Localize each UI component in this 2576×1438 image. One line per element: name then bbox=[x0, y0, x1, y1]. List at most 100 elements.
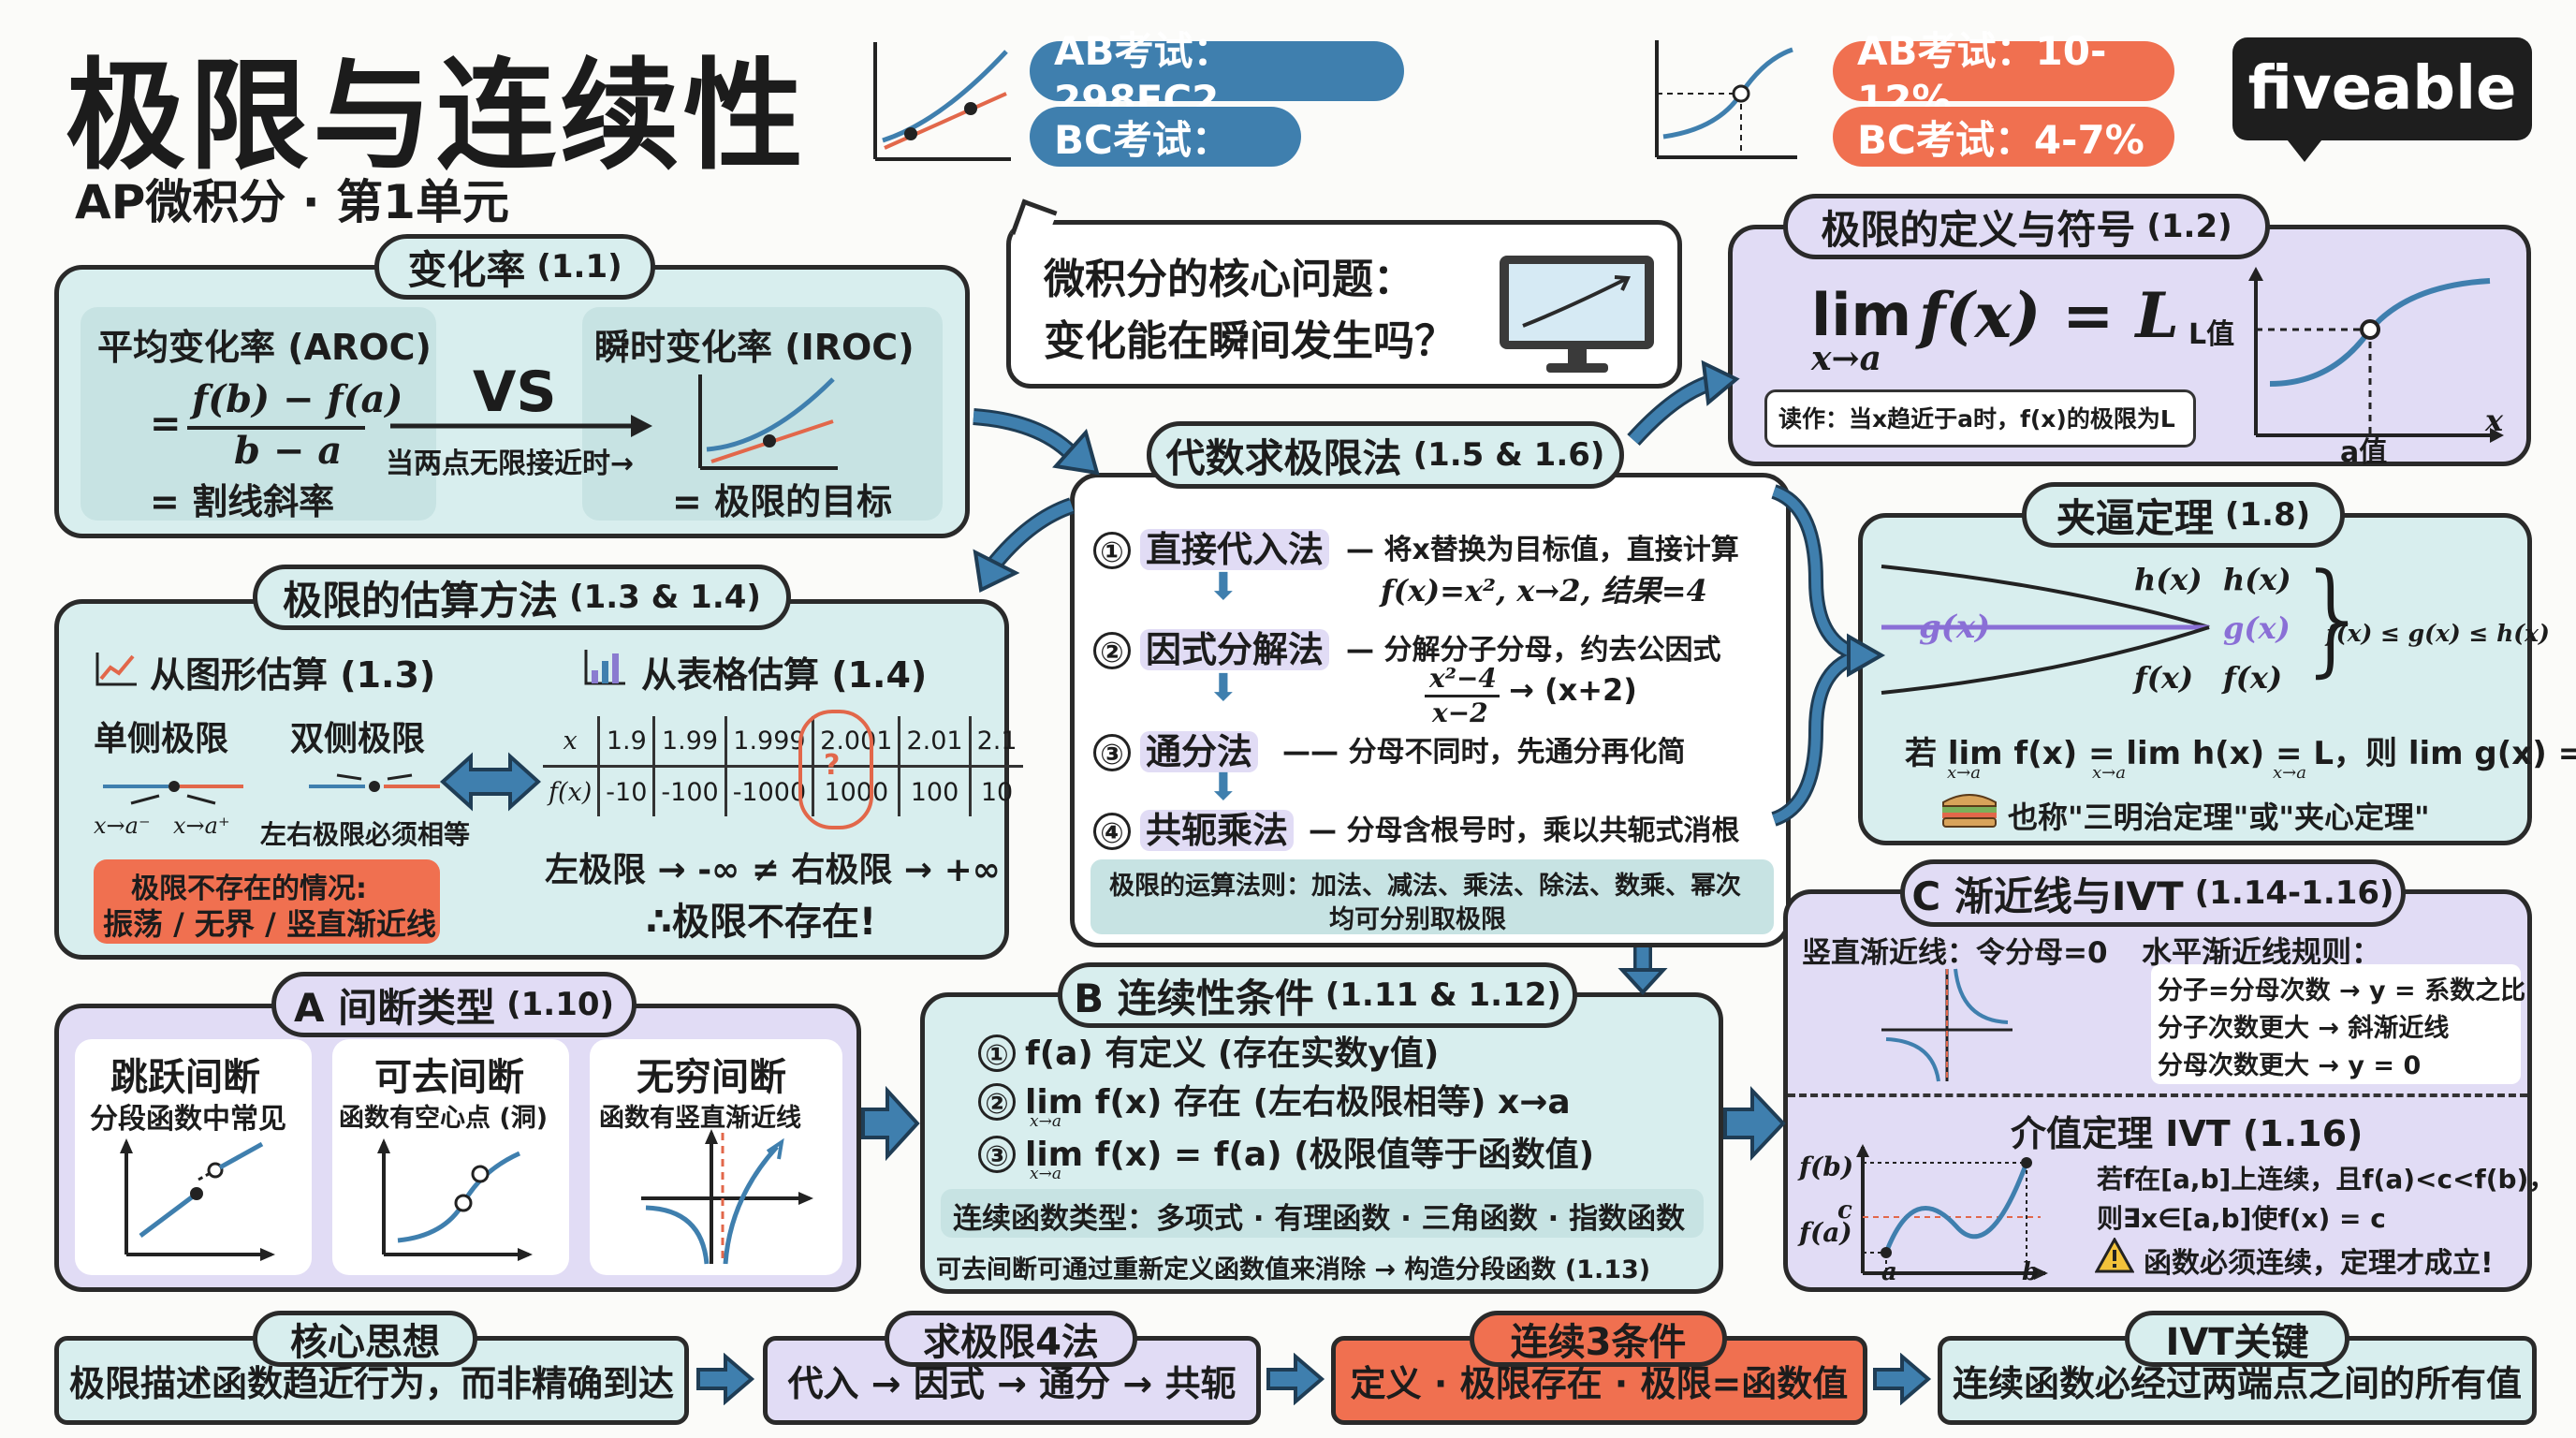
removable-card bbox=[332, 1039, 569, 1275]
ivt-warning: 函数必须连续，定理才成立! bbox=[2144, 1247, 2494, 1280]
summary-three-conditions-title: 连续3条件 bbox=[1470, 1311, 1727, 1367]
squeeze-h-label: h(x) bbox=[2134, 562, 2203, 597]
definition-reading: 读作：当x趋近于a时，f(x)的极限为L bbox=[1778, 405, 2175, 433]
ivt-title: 介值定理 IVT (1.16) bbox=[2011, 1113, 2364, 1154]
condition-2-sub: x→a bbox=[1030, 1112, 1061, 1131]
summary-four-methods-text: 代入 → 因式 → 通分 → 共轭 bbox=[787, 1363, 1237, 1404]
bc-exam-tag-left: BC考试： bbox=[1030, 107, 1301, 167]
continuous-types-box bbox=[941, 1189, 1704, 1238]
bc-exam-weight-tag: BC考试：4-7% bbox=[1833, 107, 2174, 167]
squeeze-sub-3: x→a bbox=[2273, 763, 2306, 783]
dne-title: 极限不存在的情况: bbox=[131, 873, 367, 905]
definition-lim: lim bbox=[1811, 281, 1912, 349]
condition-1-text: f(a) 有定义 (存在实数y值) bbox=[1025, 1034, 1440, 1073]
definition-l-label: L值 bbox=[2188, 318, 2235, 351]
horizontal-rule-1: 分子=分母次数 → y = 系数之比 bbox=[2158, 976, 2526, 1005]
line-chart-icon bbox=[95, 653, 137, 686]
definition-expression: f(x) = L bbox=[1919, 279, 2179, 352]
squeeze-sub-2: x→a bbox=[2092, 763, 2126, 783]
squeeze-inequality: f(x) ≤ g(x) ≤ h(x) bbox=[2326, 620, 2550, 647]
definition-title-text: 极限的定义与符号 bbox=[1821, 206, 2136, 253]
core-question-line2: 变化能在瞬间发生吗？ bbox=[1044, 317, 1456, 365]
two-sided-label: 双侧极限 bbox=[290, 720, 426, 758]
aroc-title: 平均变化率 (AROC) bbox=[97, 327, 432, 368]
summary-three-conditions: 定义 · 极限存在 · 极限=函数值 bbox=[1331, 1336, 1867, 1425]
infinite-card bbox=[590, 1039, 842, 1275]
discontinuity-section: (1.10) bbox=[506, 986, 615, 1023]
table-cell: 1.999 bbox=[724, 716, 813, 768]
summary-ivt-key-title-text: IVT关键 bbox=[2165, 1321, 2309, 1364]
squeeze-f-label: f(x) bbox=[2134, 660, 2194, 696]
squeeze-h-label-right: h(x) bbox=[2223, 562, 2291, 597]
vs-label: VS bbox=[473, 360, 557, 425]
header-secant-graph-icon bbox=[873, 42, 1011, 161]
ivt-fb-label: f(b) bbox=[1799, 1152, 1854, 1182]
method-2-frac-num: x²−4 bbox=[1429, 663, 1497, 694]
continuity-title-text: B 连续性条件 bbox=[1074, 975, 1314, 1021]
table-conclusion-2: ∴极限不存在! bbox=[646, 901, 877, 944]
method-2-result: → (x+2) bbox=[1509, 672, 1637, 708]
removable-discontinuity-graph bbox=[377, 1138, 533, 1261]
limit-rules-line1: 极限的运算法则：加法、减法、乘法、除法、数乘、幂次 bbox=[1109, 872, 1741, 901]
horizontal-rule-3: 分母次数更大 → y = 0 bbox=[2158, 1051, 2422, 1080]
definition-title: 极限的定义与符号 (1.2) bbox=[1783, 194, 2270, 259]
flow-arrow-down: ⬇ bbox=[1208, 667, 1239, 710]
table-question-mark: ? bbox=[824, 749, 841, 782]
discontinuity-title-text: A 间断类型 bbox=[293, 984, 496, 1031]
summary-arrow-icon bbox=[1873, 1353, 1932, 1405]
ivt-b-label: b bbox=[2022, 1258, 2040, 1286]
squeeze-g-label-right: g(x) bbox=[2223, 610, 2291, 646]
method-2-name: 因式分解法 bbox=[1140, 629, 1330, 670]
iroc-title: 瞬时变化率 (IROC) bbox=[594, 327, 915, 368]
summary-three-conditions-title-text: 连续3条件 bbox=[1510, 1321, 1687, 1364]
algebra-title: 代数求极限法(1.5 & 1.6) bbox=[1147, 421, 1624, 489]
table-cell: -1000 bbox=[724, 766, 813, 816]
squeeze-diagram bbox=[1881, 565, 2210, 695]
condition-2-number: ② bbox=[978, 1083, 1016, 1121]
page-subtitle: AP微积分 · 第1单元 bbox=[75, 175, 509, 229]
discontinuity-title: A 间断类型 (1.10) bbox=[271, 972, 637, 1037]
flow-arrow-down: ⬇ bbox=[1208, 565, 1239, 609]
approach-note: 当两点无限接近时→ bbox=[386, 448, 635, 480]
table-cell: 100 bbox=[898, 766, 971, 816]
limit-rules-box bbox=[1090, 859, 1774, 934]
method-1-name: 直接代入法 bbox=[1140, 529, 1330, 570]
limit-definition-graph bbox=[2248, 267, 2504, 443]
value-table: x 1.9 1.99 1.999 2.001 2.01 2.1 f(x) -10… bbox=[543, 716, 1023, 816]
jump-card bbox=[75, 1039, 312, 1275]
aroc-denominator: b − a bbox=[234, 429, 343, 473]
method-2-fraction-bar bbox=[1425, 695, 1500, 697]
one-sided-limit-diagram bbox=[103, 781, 243, 805]
monitor-icon bbox=[1500, 256, 1654, 373]
aroc-eq-sign: = bbox=[150, 403, 182, 446]
squeeze-f-label-right: f(x) bbox=[2223, 660, 2283, 696]
summary-four-methods-title: 求极限4法 bbox=[885, 1311, 1137, 1367]
ab-exam-tag-left: AB考试： 298FC2 bbox=[1030, 28, 1404, 123]
method-3-name: 通分法 bbox=[1140, 731, 1259, 772]
infinite-discontinuity-graph bbox=[641, 1129, 813, 1265]
summary-ivt-key-title: IVT关键 bbox=[2125, 1311, 2349, 1367]
dne-box bbox=[94, 859, 440, 944]
fiveable-logo-text: fiveable bbox=[2247, 54, 2517, 124]
dne-items: 振荡 / 无界 / 竖直渐近线 bbox=[103, 906, 436, 942]
definition-a-label: a值 bbox=[2340, 436, 2388, 469]
table-cell: 2.01 bbox=[898, 716, 971, 768]
summary-core-idea-title-text: 核心思想 bbox=[290, 1321, 440, 1364]
table-cell: -100 bbox=[652, 766, 726, 816]
removable-fix-note: 可去间断可通过重新定义函数值来消除 → 构造分段函数 (1.13) bbox=[936, 1255, 1651, 1284]
iroc-card bbox=[582, 307, 943, 521]
summary-three-conditions-text: 定义 · 极限存在 · 极限=函数值 bbox=[1350, 1363, 1849, 1404]
table-conclusion-1: 左极限 → -∞ ≠ 右极限 → +∞ bbox=[545, 851, 1001, 889]
ivt-c-label: c bbox=[1837, 1196, 1852, 1225]
horizontal-asymptote-title: 水平渐近线规则： bbox=[2142, 934, 2382, 970]
asymptote-title-text: C 渐近线与IVT bbox=[1911, 873, 2184, 919]
continuity-panel bbox=[920, 992, 1723, 1294]
summary-ivt-key-text: 连续函数必经过两端点之间的所有值 bbox=[1952, 1363, 2522, 1404]
aroc-card bbox=[80, 307, 436, 521]
sandwich-icon bbox=[1942, 794, 1997, 828]
definition-section: (1.2) bbox=[2146, 208, 2232, 245]
right-approach-label: x→a⁺ bbox=[173, 813, 230, 839]
